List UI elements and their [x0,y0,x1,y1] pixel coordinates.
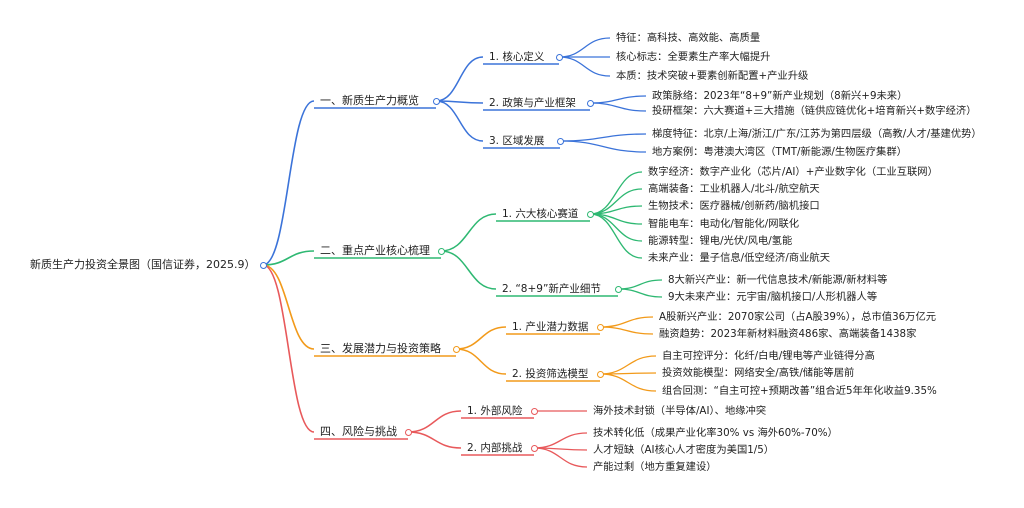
leaf-connector [558,37,611,58]
sub-branch-connector [440,250,497,290]
root-collapse-toggle[interactable] [259,261,267,269]
leaf-label: 生物技术：医疗器械/创新药/脑机接口 [648,200,820,212]
leaf-connector [559,133,647,142]
sub-branch-label: 3. 区域发展 [489,135,545,147]
collapse-toggle[interactable] [530,407,538,415]
leaf-label: 9大未来产业：元宇宙/脑机接口/人形机器人等 [668,291,878,303]
leaf-label: 技术转化低（成果产业化率30% vs 海外60%-70%） [593,427,838,439]
collapse-toggle[interactable] [586,210,594,218]
sub-branch-label: 1. 核心定义 [489,51,545,63]
collapse-toggle[interactable] [437,247,445,255]
leaf-label: 数字经济：数字产业化（芯片/AI）+产业数字化（工业互联网） [648,166,938,178]
leaf-label: 投资效能模型：网络安全/高铁/储能等居前 [662,367,855,379]
collapse-toggle[interactable] [555,53,563,61]
sub-branch-label: 1. 六大核心赛道 [502,208,579,220]
leaf-label: A股新兴产业：2070家公司（占A股39%），总市值36万亿元 [659,311,937,323]
leaf-label: 未来产业：量子信息/低空经济/商业航天 [648,252,830,264]
leaf-label: 人才短缺（AI核心人才密度为美国1/5） [593,444,775,456]
root-node-label: 新质生产力投资全景图（国信证券，2025.9） [30,258,256,271]
leaf-label: 梯度特征：北京/上海/浙江/广东/江苏为第四层级（高教/人才/基建优势） [652,128,982,140]
leaf-connector [617,279,663,290]
leaf-connector [589,213,643,259]
collapse-toggle[interactable] [452,345,460,353]
leaf-connector [599,316,654,328]
sub-branch-connector [440,213,497,252]
leaf-connector [558,56,611,77]
leaf-connector [599,355,657,375]
branch-connector [262,100,315,266]
sub-branch-label: 2. “8+9”新产业细节 [502,283,601,295]
sub-branch-connector [407,410,462,433]
sub-branch-connector [455,348,507,375]
sub-branch-label: 1. 外部风险 [467,405,523,417]
leaf-label: 高端装备：工业机器人/北斗/航空航天 [648,183,820,195]
branch-connector [262,250,315,266]
sub-branch-connector [455,326,507,350]
collapse-toggle[interactable] [596,370,604,378]
leaf-label: 核心标志：全要素生产率大幅提升 [616,51,771,63]
collapse-toggle[interactable] [530,444,538,452]
leaf-label: 政策脉络：2023年“8+9”新产业规划（8新兴+9未来） [652,90,908,102]
leaf-label: 产能过剩（地方重复建设） [593,461,717,473]
sub-branch-connector [435,100,484,142]
leaf-label: 本质：技术突破+要素创新配置+产业升级 [616,70,809,82]
leaf-label: 能源转型：锂电/光伏/风电/氢能 [648,235,793,247]
collapse-toggle[interactable] [614,285,622,293]
collapse-toggle[interactable] [404,428,412,436]
leaf-connector [599,373,657,392]
leaf-label: 智能电车：电动化/智能化/网联化 [648,218,800,230]
leaf-label: 特征：高科技、高效能、高质量 [616,32,761,44]
leaf-label: 融资趋势：2023年新材料融资486家、高端装备1438家 [659,328,917,340]
collapse-toggle[interactable] [432,97,440,105]
sub-branch-label: 2. 投资筛选模型 [512,368,589,380]
sub-branch-connector [435,56,484,102]
leaf-connector [533,432,588,449]
leaf-connector [599,326,654,335]
branch-label: 四、风险与挑战 [320,425,397,438]
branch-label: 三、发展潜力与投资策略 [320,342,441,355]
sub-branch-label: 1. 产业潜力数据 [512,321,589,333]
branch-connector [262,264,315,433]
leaf-connector [589,95,647,104]
collapse-toggle[interactable] [556,137,564,145]
leaf-connector [589,102,647,112]
leaf-connector [589,171,643,215]
leaf-label: 自主可控评分：化纤/白电/锂电等产业链得分高 [662,350,875,362]
sub-branch-label: 2. 政策与产业框架 [489,97,576,109]
leaf-label: 组合回测：“自主可控+预期改善”组合近5年年化收益9.35% [662,385,937,397]
sub-branch-connector [407,431,462,449]
leaf-label: 投研框架：六大赛道+三大措施（链供应链优化+培育新兴+数字经济） [652,105,977,117]
sub-branch-label: 2. 内部挑战 [467,442,523,454]
leaf-label: 地方案例：粤港澳大湾区（TMT/新能源/生物医疗集群） [652,146,907,158]
leaf-connector [533,447,588,468]
leaf-label: 8大新兴产业：新一代信息技术/新能源/新材料等 [668,274,888,286]
leaf-connector [559,140,647,153]
branch-connector [262,264,315,350]
collapse-toggle[interactable] [596,323,604,331]
leaf-connector [617,288,663,298]
branch-label: 二、重点产业核心梳理 [320,244,430,257]
collapse-toggle[interactable] [586,99,594,107]
leaf-label: 海外技术封锁（半导体/AI）、地缘冲突 [593,405,767,417]
branch-label: 一、新质生产力概览 [320,94,419,107]
